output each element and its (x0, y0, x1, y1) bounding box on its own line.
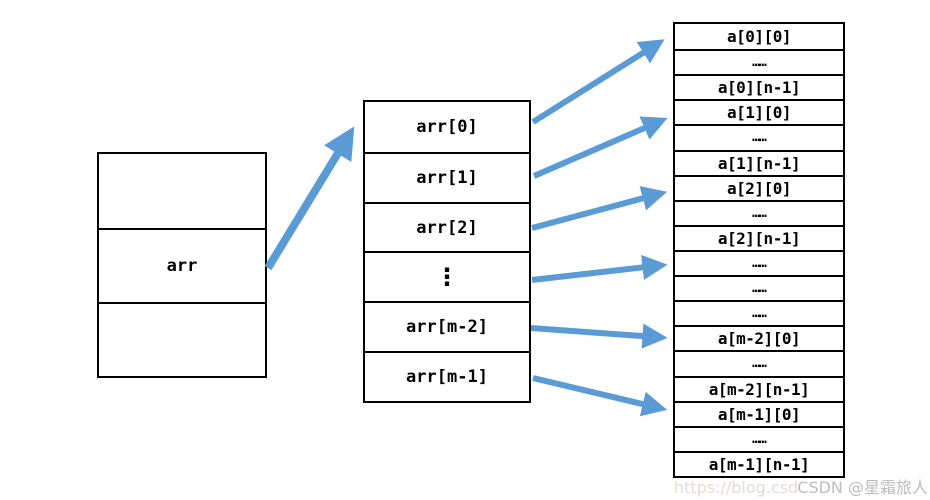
pointer-cell-arr-m-1: arr[m-1] (365, 351, 529, 401)
data-cell-a-1-0: a[1][0] (675, 99, 843, 124)
data-cell-ellipsis: …… (675, 49, 843, 74)
data-cell-ellipsis: …… (675, 275, 843, 300)
data-cell-ellipsis: …… (675, 124, 843, 149)
pointer-cell-arr-1: arr[1] (365, 151, 529, 202)
pointer-cell-arr-2: arr[2] (365, 201, 529, 252)
arrow-arrm2-to-am20 (530, 323, 668, 349)
arr-variable-cell: arr (99, 228, 265, 302)
data-cell-a-2-n-1: a[2][n-1] (675, 224, 843, 250)
data-cell-ellipsis: …… (675, 199, 843, 225)
data-cell-ellipsis: …… (675, 425, 843, 451)
watermark-author-text: CSDN @星霜旅人 (797, 478, 928, 497)
arr-variable-box: arr (97, 152, 267, 378)
pointer-array-box: arr[0] arr[1] arr[2] ⋮ arr[m-2] arr[m-1] (363, 100, 531, 403)
data-cell-a-m-1-0: a[m-1][0] (675, 400, 843, 426)
data-cell-a-0-n-1: a[0][n-1] (675, 74, 843, 99)
data-array-box: a[0][0] …… a[0][n-1] a[1][0] …… a[1][n-1… (673, 22, 845, 478)
arrow-arrm1-to-am10 (532, 375, 668, 417)
data-cell-ellipsis: …… (675, 350, 843, 375)
arrow-arr2-to-a20 (531, 186, 668, 231)
csdn-watermark: https://blog.csd CSDN @星霜旅人 (674, 474, 928, 498)
data-cell-a-2-0: a[2][0] (675, 174, 843, 200)
data-cell-a-0-0: a[0][0] (727, 27, 791, 47)
data-cell-a-m-2-0: a[m-2][0] (675, 325, 843, 350)
watermark-url-text: https://blog.csd (673, 478, 799, 497)
arrow-arr1-to-a10 (532, 116, 668, 179)
pointer-cell-arr-m-2: arr[m-2] (365, 301, 529, 351)
arrow-ellipsis-to-ellipsis (531, 254, 668, 283)
memory-cell-empty-top (99, 154, 265, 228)
arrow-arr-to-pointer-array (264, 126, 355, 271)
data-cell-ellipsis: …… (675, 300, 843, 325)
pointer-cell-arr-0: arr[0] (416, 116, 478, 137)
data-cell-a-1-n-1: a[1][n-1] (675, 149, 843, 175)
data-cell-ellipsis: …… (675, 249, 843, 275)
memory-cell-empty-bottom (99, 302, 265, 376)
pointer-cell-vertical-ellipsis: ⋮ (365, 251, 529, 301)
data-cell-a-m-1-n-1: a[m-1][n-1] (675, 450, 843, 476)
data-cell-a-m-2-n-1: a[m-2][n-1] (675, 375, 843, 401)
arrow-arr0-to-a00 (531, 39, 665, 125)
